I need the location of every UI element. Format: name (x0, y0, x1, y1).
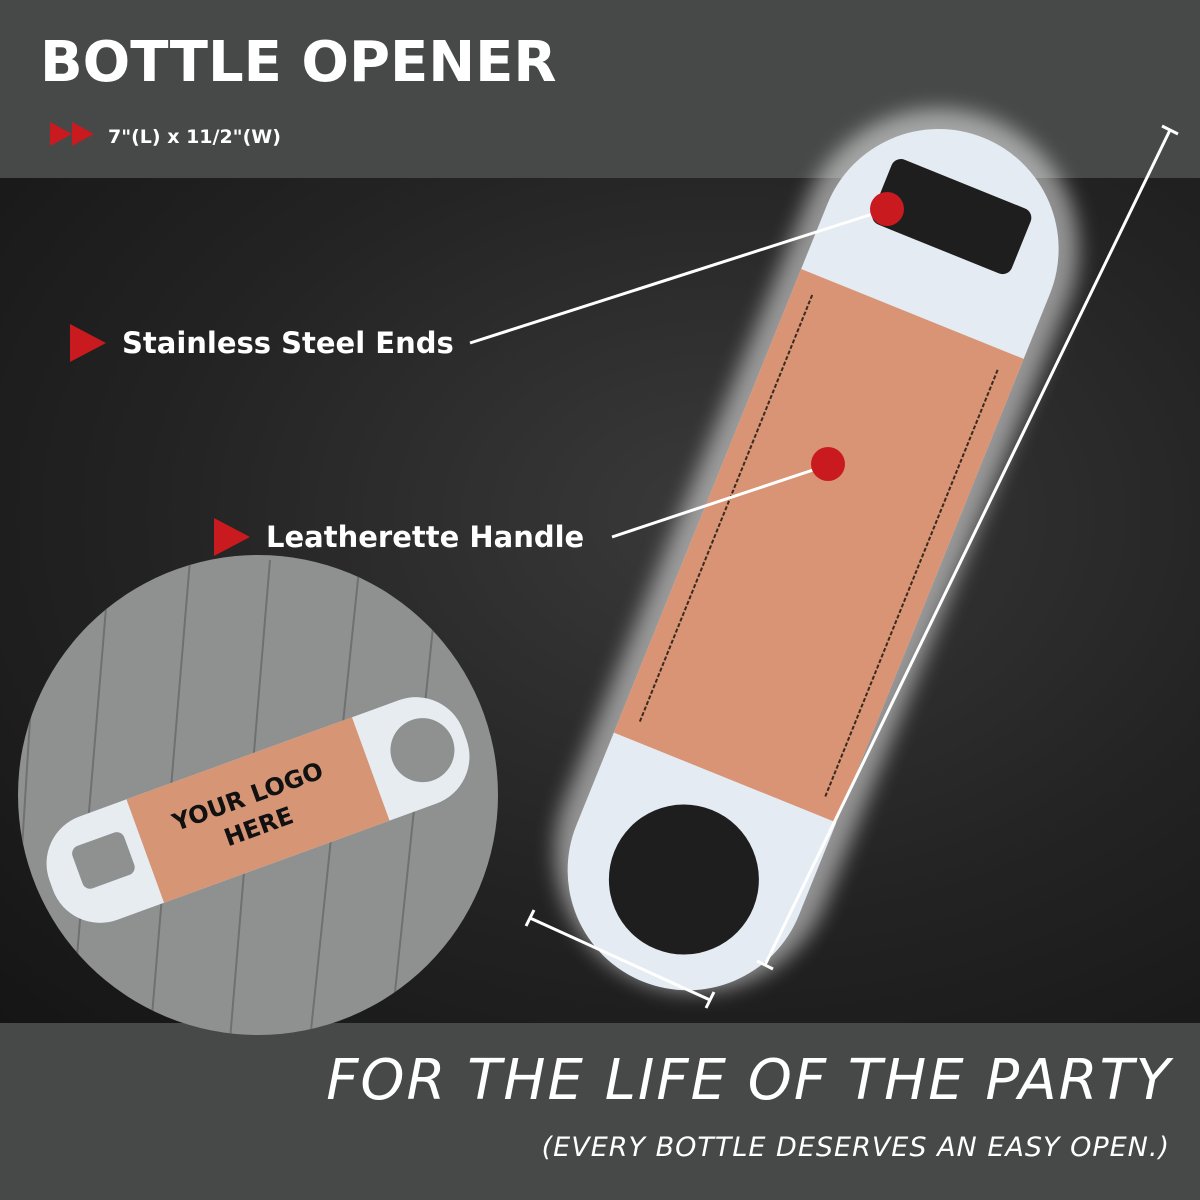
page-title: BOTTLE OPENER (40, 30, 557, 95)
callout-label: Leatherette Handle (266, 520, 585, 554)
callout-label: Stainless Steel Ends (122, 326, 454, 360)
callout-leather-handle: Leatherette Handle (214, 518, 584, 556)
dimensions: 7"(L) x 11/2"(W) (50, 122, 281, 151)
steel-ends-marker (870, 192, 904, 226)
footer-band (0, 1023, 1200, 1200)
triangle-bullet-icon (70, 324, 106, 362)
triangle-bullet-icon (214, 518, 250, 556)
dimensions-text: 7"(L) x 11/2"(W) (108, 125, 281, 148)
subtitle: (EVERY BOTTLE DESERVES AN EASY OPEN.) (541, 1132, 1170, 1163)
dimension-lines (524, 124, 1179, 1009)
callout-lines (469, 208, 886, 539)
cap-lifter-slot (872, 159, 1032, 275)
callout-steel-ends: Stainless Steel Ends (70, 324, 454, 362)
double-arrow-icon (50, 122, 94, 151)
round-opener-hole (608, 804, 759, 955)
inset-photo: YOUR LOGO HERE (18, 555, 498, 1035)
leatherette-handle (613, 268, 1024, 823)
tagline: FOR THE LIFE OF THE PARTY (326, 1048, 1172, 1113)
leather-handle-marker (811, 447, 845, 481)
bottle-opener-main (555, 109, 1079, 992)
